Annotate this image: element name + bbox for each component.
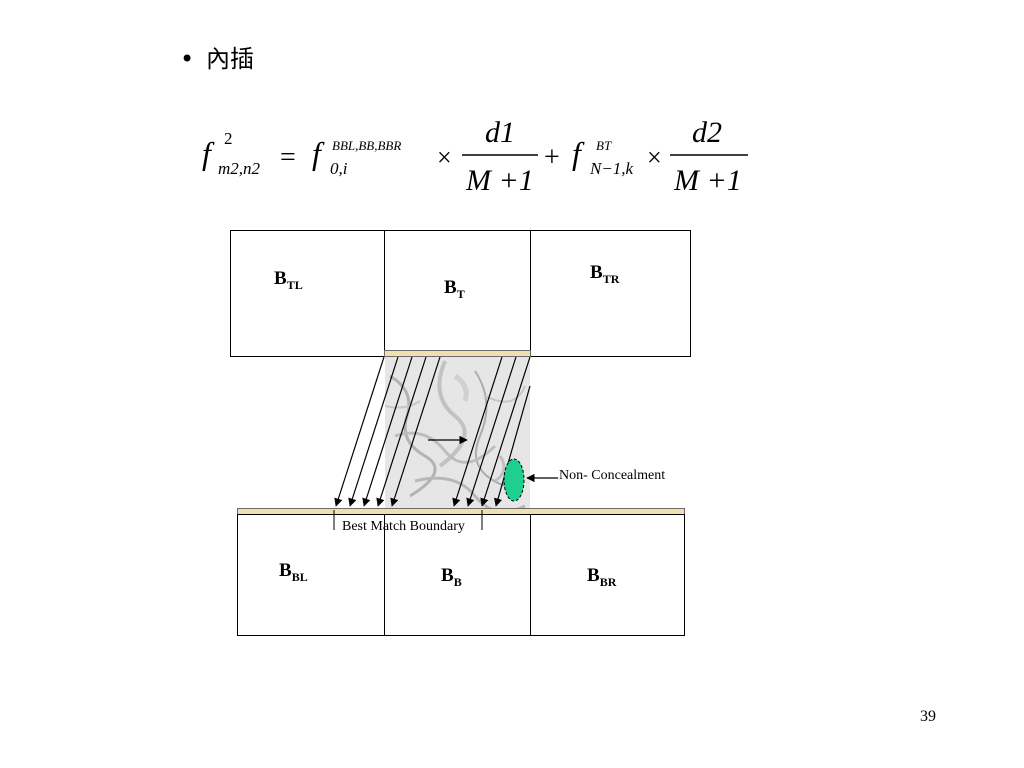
slide-bullet: • 內插 <box>180 44 254 74</box>
interpolation-arrow <box>334 356 385 507</box>
block-bottom-right: BBR <box>530 514 685 636</box>
formula-t2-sup: BT <box>596 138 612 153</box>
formula-denominator-2: M +1 <box>673 164 742 197</box>
non-concealment-label: Non- Concealment <box>559 468 666 483</box>
bullet-text: 內插 <box>206 45 254 73</box>
block-top-left: BTL <box>230 230 385 357</box>
formula-t1-f: f <box>312 135 325 171</box>
block-bottom-left-label: BBL <box>279 560 308 585</box>
concealed-block-texture <box>385 356 530 508</box>
bullet-dot: • <box>180 45 195 73</box>
block-top-left-label: BTL <box>274 268 303 293</box>
formula-equals: = <box>280 142 296 173</box>
block-bottom-label: BB <box>441 565 462 590</box>
block-bottom-right-label: BBR <box>587 565 617 590</box>
best-match-boundary-label: Best Match Boundary <box>342 519 465 534</box>
block-bottom: BB <box>384 514 531 636</box>
interpolation-formula: f 2 m2,n2 = f BBL,BB,BBR 0,i × d1 M +1 +… <box>202 116 748 197</box>
formula-t1-sub: 0,i <box>330 159 348 178</box>
block-top-label: BT <box>444 277 465 302</box>
formula-numerator-2: d2 <box>692 116 722 149</box>
top-boundary-bar <box>384 350 531 357</box>
formula-times-1: × <box>437 143 452 172</box>
formula-t2-sub: N−1,k <box>589 159 634 178</box>
formula-lhs-sup: 2 <box>224 129 233 148</box>
block-top: BT <box>384 230 531 357</box>
block-top-right-label: BTR <box>590 262 620 287</box>
formula-lhs-f: f <box>202 135 215 171</box>
block-top-right: BTR <box>530 230 691 357</box>
formula-t2-f: f <box>572 135 585 171</box>
formula-times-2: × <box>647 143 662 172</box>
formula-numerator-1: d1 <box>485 116 515 149</box>
formula-lhs-sub: m2,n2 <box>218 159 261 178</box>
formula-plus: + <box>544 142 560 173</box>
formula-denominator-1: M +1 <box>465 164 534 197</box>
page-number: 39 <box>920 708 936 725</box>
formula-t1-sup: BBL,BB,BBR <box>332 138 401 153</box>
